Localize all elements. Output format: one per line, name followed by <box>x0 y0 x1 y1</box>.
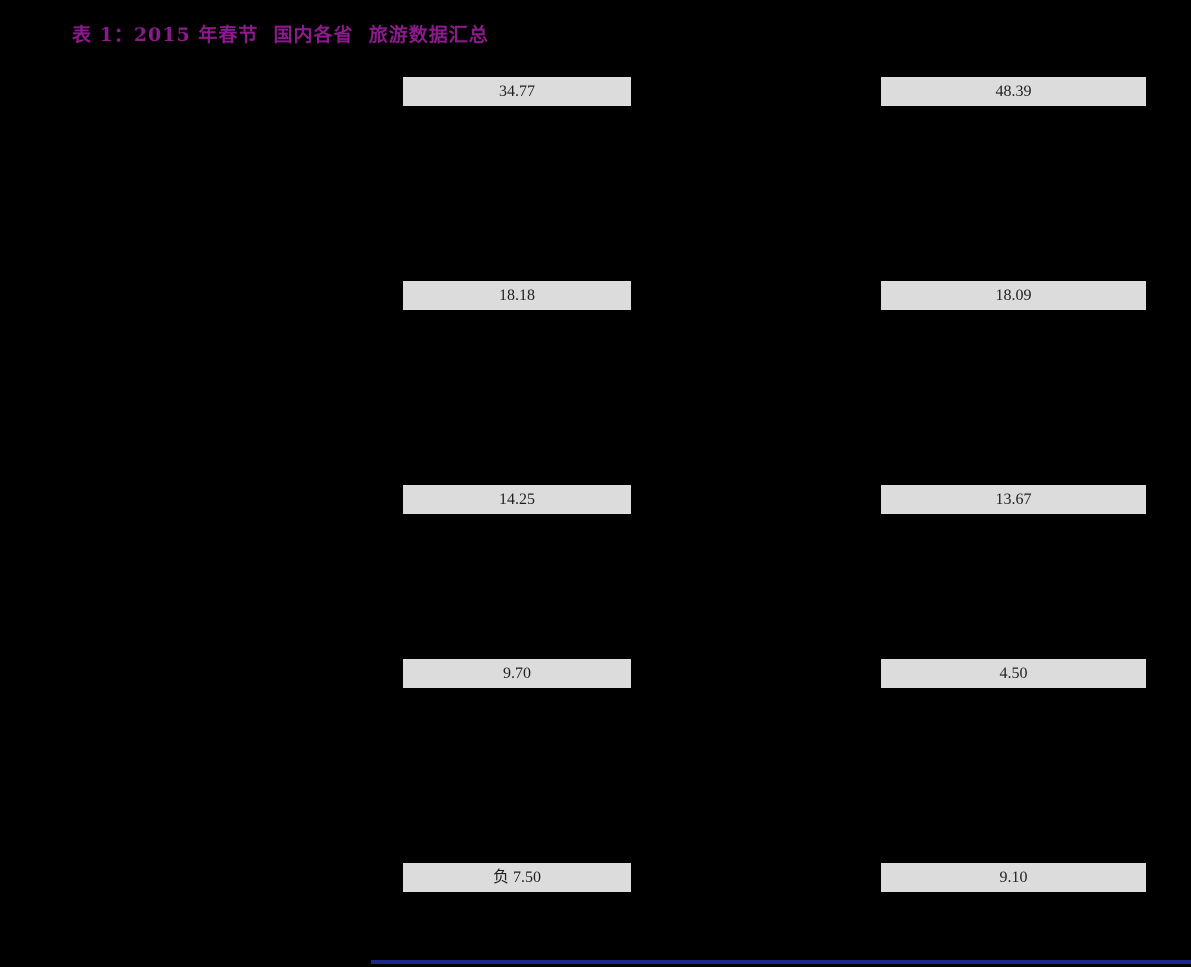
value-cell-row2-left: 18.18 <box>403 281 631 310</box>
value-cell-row4-left: 9.70 <box>403 659 631 688</box>
bottom-rule <box>371 960 1191 964</box>
value-cell-row3-left: 14.25 <box>403 485 631 514</box>
value-cell-row2-right: 18.09 <box>881 281 1146 310</box>
value-cell-row5-right: 9.10 <box>881 863 1146 892</box>
value-cell-row1-right: 48.39 <box>881 77 1146 106</box>
value-cell-row3-right: 13.67 <box>881 485 1146 514</box>
value-cell-row5-left: 负 7.50 <box>403 863 631 892</box>
table-title: 表 1：2015 年春节 国内各省 旅游数据汇总 <box>72 24 489 46</box>
value-cell-row4-right: 4.50 <box>881 659 1146 688</box>
value-cell-row1-left: 34.77 <box>403 77 631 106</box>
